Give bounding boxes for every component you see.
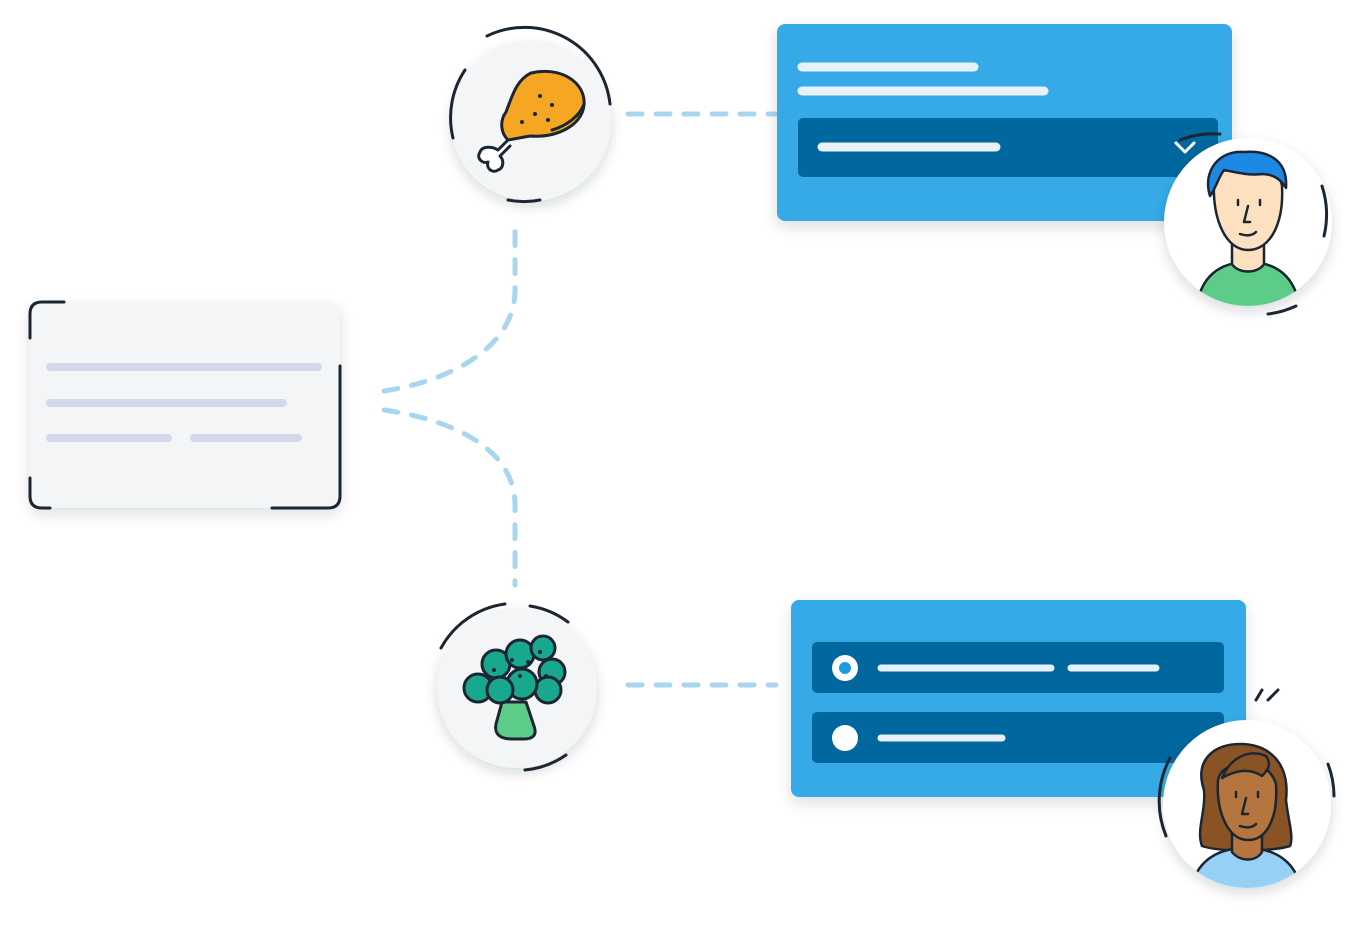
radio-option-2[interactable]	[812, 712, 1224, 763]
dropdown-panel	[777, 24, 1232, 221]
dropdown-select[interactable]	[798, 118, 1218, 177]
chevron-down-icon[interactable]	[1174, 141, 1196, 154]
connectors	[381, 111, 779, 688]
meat-option	[449, 25, 612, 204]
form-card-corners	[28, 300, 342, 510]
dropdown-select-box[interactable]	[798, 118, 1218, 177]
connector-form-to-meat	[381, 222, 518, 394]
woman-avatar-icon	[1157, 688, 1336, 888]
broccoli-icon	[462, 634, 567, 741]
man-avatar-icon	[1164, 132, 1332, 316]
form-card-icon	[28, 300, 342, 510]
radio-dot	[839, 662, 851, 674]
radio-option-2-box[interactable]	[812, 712, 1224, 763]
veg-option	[437, 602, 597, 772]
form-card-lines	[46, 363, 322, 442]
connector-form-to-veg	[381, 407, 518, 588]
chicken-drumstick-icon	[477, 69, 586, 173]
radio-button-unselected[interactable]	[832, 725, 858, 751]
radio-option-1[interactable]	[812, 642, 1224, 693]
radio-panel	[791, 600, 1246, 797]
